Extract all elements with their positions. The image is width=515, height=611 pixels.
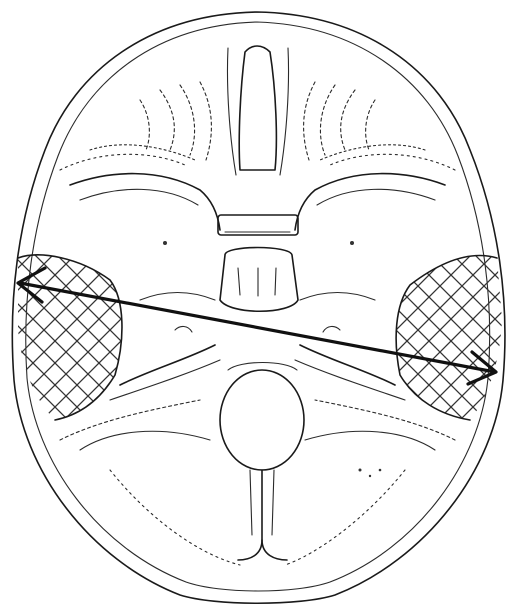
- crista-galli: [227, 46, 288, 175]
- sella-turcica: [218, 215, 298, 311]
- posterior-fossa: [80, 431, 435, 565]
- scattered-marks: [163, 241, 381, 477]
- right-middle-fossa-hatch: [380, 240, 515, 440]
- anterior-fossa-ridges: [140, 82, 375, 160]
- left-middle-fossa-hatch: [0, 240, 140, 440]
- foramen-magnum: [220, 363, 304, 471]
- sphenoid-wings: [60, 145, 455, 230]
